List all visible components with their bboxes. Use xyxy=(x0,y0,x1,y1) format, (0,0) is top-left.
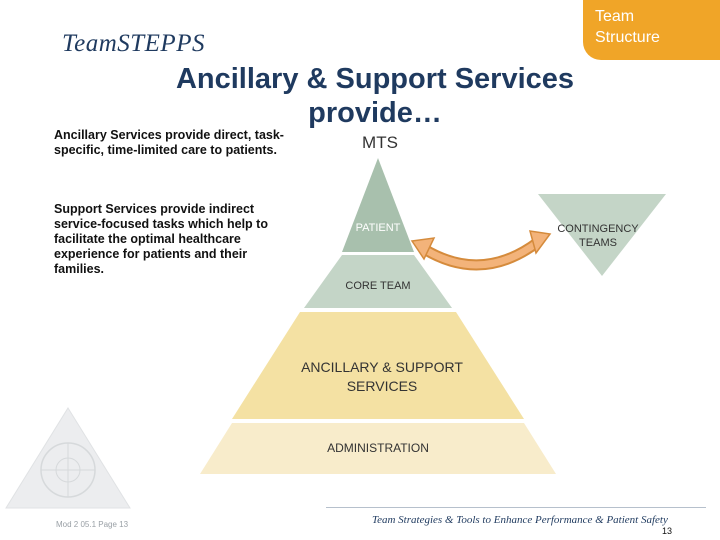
ancillary-paragraph: Ancillary Services provide direct, task-… xyxy=(54,128,284,157)
support-paragraph: Support Services provide indirect servic… xyxy=(54,202,268,276)
patient-label: PATIENT xyxy=(356,222,401,234)
administration-label: ADMINISTRATION xyxy=(327,441,429,455)
teamstepps-logo: TeamSTEPPS xyxy=(62,30,205,57)
core-team-tier xyxy=(304,255,452,308)
footer-tagline: Team Strategies & Tools to Enhance Perfo… xyxy=(372,514,668,526)
section-tag-line2: Structure xyxy=(595,29,660,46)
contingency-label-line1: CONTINGENCY xyxy=(557,223,639,235)
mts-label: MTS xyxy=(362,133,398,152)
bidirectional-arrow-icon xyxy=(410,230,552,271)
ancillary-support-label-line1: ANCILLARY & SUPPORT xyxy=(301,359,463,375)
slide-title-line1: Ancillary & Support Services xyxy=(175,63,575,95)
contingency-teams-shape xyxy=(538,194,666,276)
module-page-label: Mod 2 05.1 Page 13 xyxy=(56,520,129,529)
watermark-emblem xyxy=(5,407,131,509)
contingency-label-line2: TEAMS xyxy=(579,237,617,249)
section-tag: Team Structure xyxy=(583,0,720,60)
ancillary-support-tier xyxy=(232,312,524,419)
section-tag-line1: Team xyxy=(595,8,635,25)
slide-title-line2: provide… xyxy=(308,97,442,129)
page-number: 13 xyxy=(662,526,673,536)
slide-title: Ancillary & Support Services provide… xyxy=(130,62,620,130)
administration-tier xyxy=(200,423,556,474)
ancillary-support-label-line2: SERVICES xyxy=(347,378,418,394)
footer-divider xyxy=(326,507,706,508)
core-team-label: CORE TEAM xyxy=(345,280,410,292)
patient-tier xyxy=(342,158,414,252)
